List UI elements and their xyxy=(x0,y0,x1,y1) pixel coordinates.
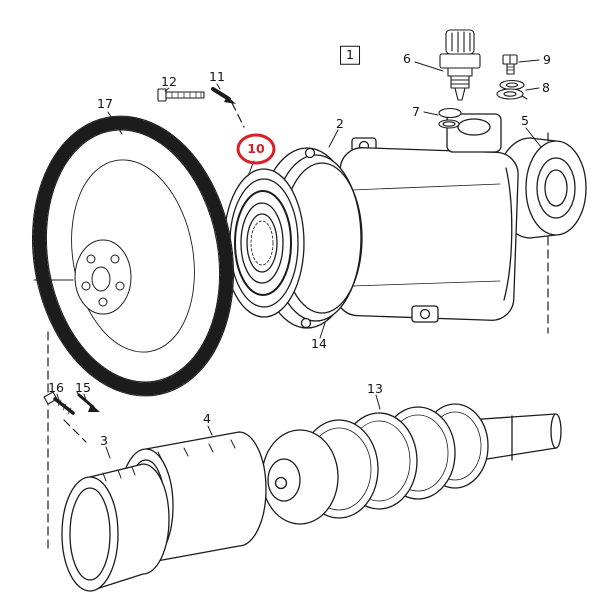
part-label-5[interactable]: 5 xyxy=(521,112,529,128)
part-label-10[interactable]: 10 xyxy=(247,140,265,156)
leader-lines xyxy=(56,59,542,459)
part-label-12[interactable]: 12 xyxy=(161,73,177,89)
ring-plate-part-10 xyxy=(223,168,305,318)
part-label-4[interactable]: 4 xyxy=(203,410,211,426)
housing-part-2 xyxy=(335,113,519,323)
highlight-ring-part-10 xyxy=(236,133,276,165)
bolt-part-12 xyxy=(157,88,205,102)
sleeve-part-3 xyxy=(61,463,170,592)
part-label-15[interactable]: 15 xyxy=(75,379,91,395)
part-label-13[interactable]: 13 xyxy=(367,380,383,396)
part-label-17[interactable]: 17 xyxy=(97,95,113,111)
part-label-11[interactable]: 11 xyxy=(209,68,225,84)
part-label-1[interactable]: 1 xyxy=(340,45,360,65)
part-label-16[interactable]: 16 xyxy=(48,379,64,395)
part-label-3[interactable]: 3 xyxy=(100,432,108,448)
flywheel-hub xyxy=(33,239,132,315)
flywheel-gear-part-17 xyxy=(31,115,235,397)
part-label-8[interactable]: 8 xyxy=(542,79,550,95)
bolt-part-9 xyxy=(502,54,518,75)
bolt-part-16 xyxy=(43,391,75,415)
sensor-part-6 xyxy=(439,29,481,101)
screw-part-15 xyxy=(76,391,100,412)
washers-part-8 xyxy=(496,79,528,100)
part-label-6[interactable]: 6 xyxy=(403,50,411,66)
screw-part-11 xyxy=(211,87,236,104)
part-label-9[interactable]: 9 xyxy=(543,51,551,67)
part-label-2[interactable]: 2 xyxy=(336,115,344,131)
balancer-shaft-part-13 xyxy=(261,403,562,525)
o-rings-part-7 xyxy=(438,107,462,129)
part-label-14[interactable]: 14 xyxy=(311,335,327,351)
part-label-7[interactable]: 7 xyxy=(412,103,420,119)
